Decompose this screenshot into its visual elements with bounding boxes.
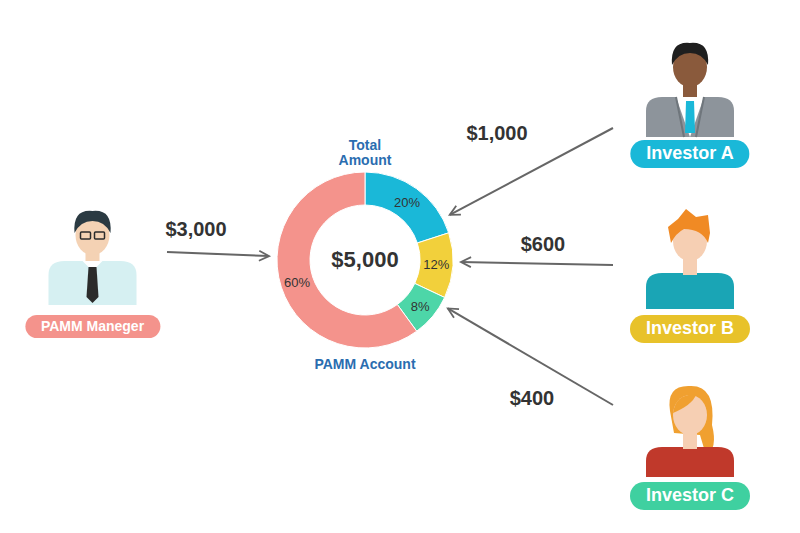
torso bbox=[646, 97, 734, 137]
glasses bbox=[95, 232, 105, 239]
hair bbox=[668, 209, 710, 243]
person-node: Investor C bbox=[615, 365, 765, 515]
torso bbox=[49, 261, 137, 305]
amount-label: $400 bbox=[508, 387, 557, 410]
total-heading: Total Amount bbox=[328, 138, 402, 167]
percent-label: 8% bbox=[411, 298, 430, 313]
person-node: Investor B bbox=[615, 195, 765, 345]
amount-label: $600 bbox=[519, 233, 568, 256]
account-label: PAMM Account bbox=[314, 356, 415, 373]
tie bbox=[87, 267, 99, 303]
percent-label: 12% bbox=[423, 257, 449, 272]
name-pill: PAMM Maneger bbox=[25, 315, 160, 338]
amount-label: $1,000 bbox=[464, 122, 529, 145]
shirt bbox=[676, 97, 704, 137]
name-pill: Investor B bbox=[630, 315, 750, 343]
fringe bbox=[673, 395, 696, 413]
donut-segment bbox=[365, 172, 449, 243]
amount-label: $3,000 bbox=[163, 218, 228, 241]
person-node: Investor A bbox=[615, 25, 765, 171]
person-figure bbox=[615, 365, 765, 482]
person-figure bbox=[20, 195, 165, 315]
person-figure bbox=[615, 25, 765, 140]
hair bbox=[74, 211, 110, 233]
percent-label: 60% bbox=[284, 275, 310, 290]
flow-arrow bbox=[461, 262, 613, 265]
lapel bbox=[676, 97, 704, 137]
percent-label: 20% bbox=[394, 195, 420, 210]
glasses bbox=[81, 232, 91, 239]
person-figure bbox=[615, 195, 765, 315]
total-value: $5,000 bbox=[331, 247, 398, 273]
name-pill: Investor A bbox=[630, 140, 749, 168]
hair bbox=[672, 43, 708, 65]
head bbox=[673, 395, 707, 435]
torso bbox=[646, 447, 734, 477]
hair bbox=[669, 386, 714, 455]
person-node: PAMM Maneger bbox=[20, 195, 165, 345]
tie bbox=[685, 101, 695, 133]
flow-arrow bbox=[167, 252, 269, 256]
torso bbox=[646, 273, 734, 309]
name-pill: Investor C bbox=[630, 482, 750, 510]
